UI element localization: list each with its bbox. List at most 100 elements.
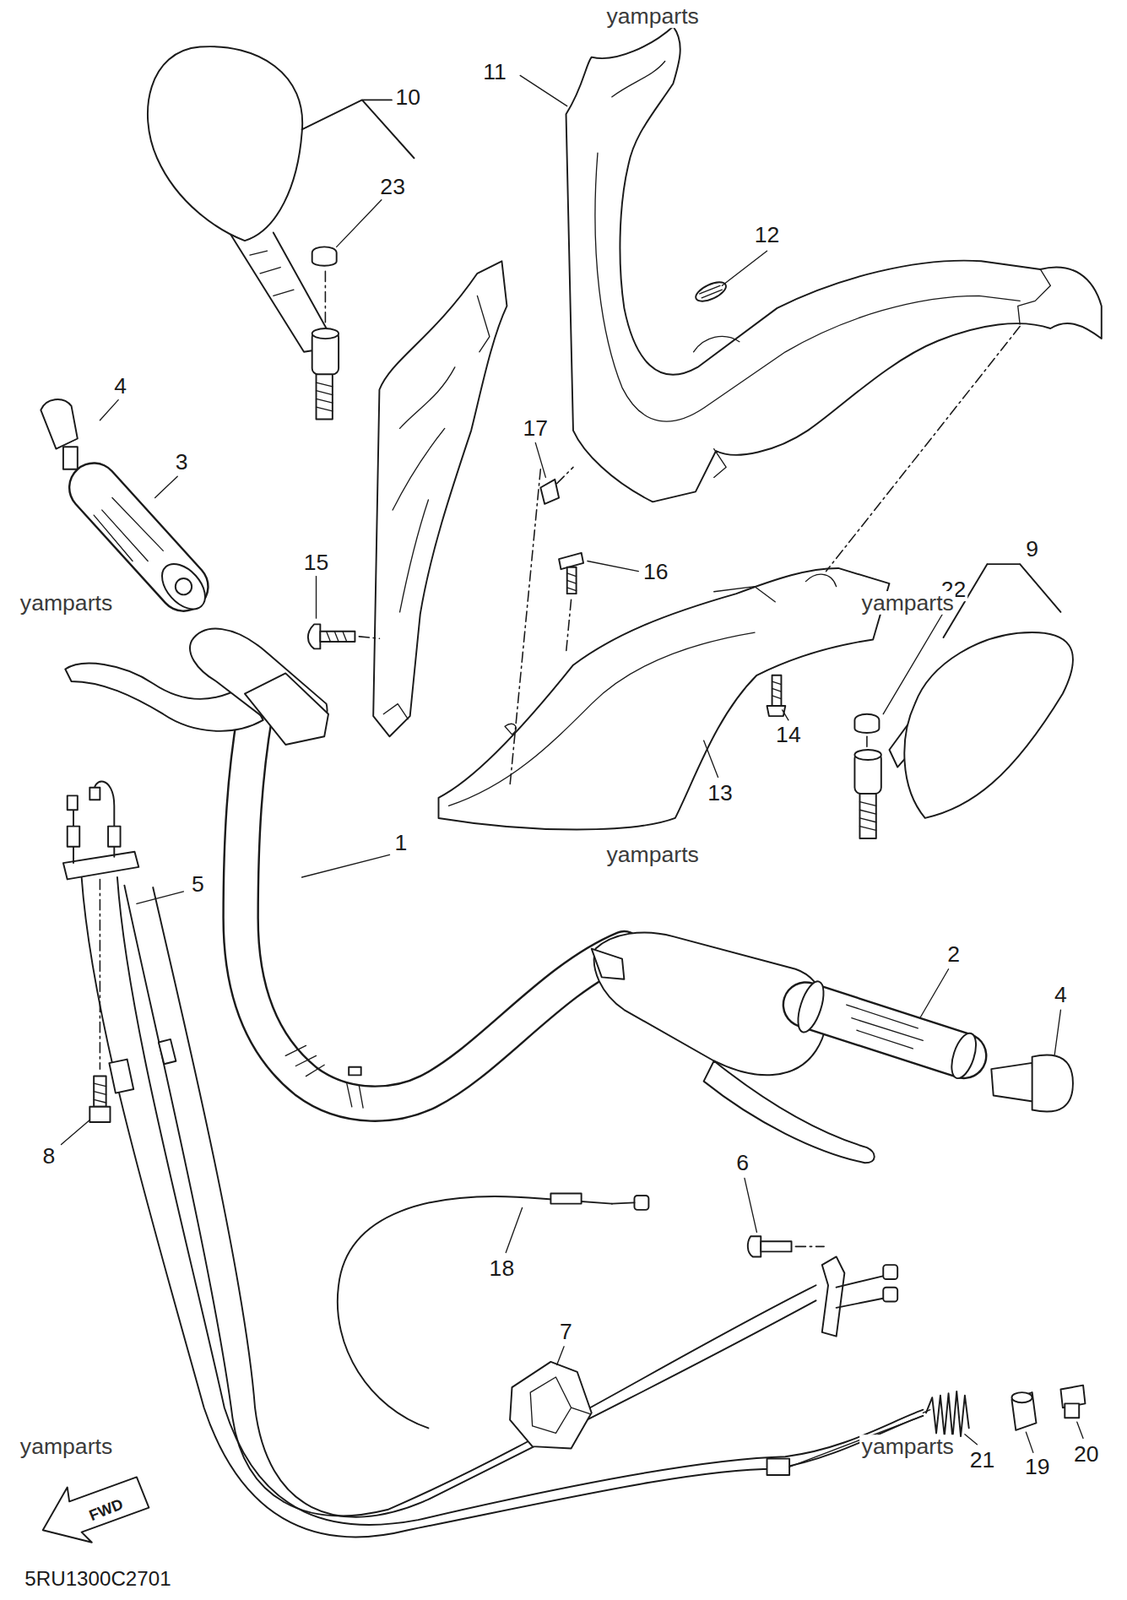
throttle-cables — [158, 1039, 176, 1064]
mirror-right — [866, 736, 868, 748]
handlebar-1 — [348, 1067, 361, 1076]
leader-lines — [155, 476, 179, 498]
grip-3 — [93, 498, 163, 562]
cable-18 — [550, 1193, 581, 1204]
leader-lines — [535, 442, 546, 477]
throttle-cables — [117, 877, 923, 1525]
adjuster-19 — [1011, 1392, 1036, 1431]
callout-number: 16 — [641, 559, 671, 584]
leader-lines — [60, 75, 1084, 1453]
inner-cover — [373, 260, 507, 737]
front-cover-11 — [566, 26, 1102, 502]
screw-15 — [319, 631, 355, 642]
front-cover-11 — [595, 60, 1020, 422]
cable-bracket-6 — [747, 1235, 898, 1336]
inner-cover — [383, 704, 408, 720]
leader-lines — [315, 576, 317, 619]
drawing-code: 5RU1300C2701 — [22, 1568, 174, 1590]
mirror-right — [854, 632, 1073, 839]
leader-lines — [704, 740, 719, 777]
watermark: yamparts — [604, 4, 701, 28]
cable-bracket-5 — [89, 787, 100, 800]
lower-cover-13 — [438, 568, 890, 830]
bar-end-4 — [40, 399, 77, 449]
callout-number: 7 — [558, 1319, 575, 1344]
callout-number: 17 — [520, 416, 550, 440]
grip-2 — [792, 978, 829, 1035]
guide-line — [826, 326, 1021, 572]
cable-bracket-6 — [795, 1246, 824, 1248]
handlebar-1 — [240, 714, 624, 1104]
bolt-8 — [89, 1106, 110, 1122]
handlebar-1 — [65, 628, 874, 1164]
cable-18 — [337, 1193, 650, 1429]
bar-end-4 — [991, 1062, 1035, 1102]
grip-2 — [805, 1004, 964, 1056]
guide-line — [509, 469, 541, 786]
handlebar-1 — [704, 1060, 875, 1163]
cable-bracket-5 — [99, 878, 102, 1069]
callout-number: 10 — [393, 85, 423, 109]
watermark: yamparts — [859, 590, 956, 615]
grip-2 — [805, 1004, 964, 1056]
callout-number: 21 — [967, 1447, 997, 1472]
adjuster-19 — [1011, 1392, 1032, 1403]
watermark: yamparts — [17, 1434, 114, 1458]
cable-bracket-5 — [67, 795, 78, 810]
throttle-cables — [152, 887, 816, 1518]
clip-7 — [509, 1361, 592, 1449]
mirror-right — [854, 749, 881, 760]
fwd-arrow — [43, 1476, 150, 1542]
clip-7 — [509, 1361, 592, 1449]
front-cover-11 — [693, 335, 740, 477]
grip-2 — [846, 1004, 924, 1049]
grip-2 — [947, 1029, 981, 1081]
mirror-left — [312, 328, 339, 339]
callout-number: 15 — [301, 550, 331, 575]
cap-23 — [325, 270, 327, 326]
cable-bracket-6 — [760, 1240, 792, 1252]
leader-lines — [1077, 1421, 1084, 1438]
screw-15 — [358, 636, 380, 639]
clip-17 — [557, 466, 574, 483]
throttle-cables — [767, 1458, 791, 1475]
watermark: yamparts — [604, 842, 701, 867]
watermark: yamparts — [859, 1434, 956, 1458]
callout-number: 13 — [705, 780, 735, 805]
cap-23 — [312, 246, 337, 266]
leader-lines — [136, 891, 185, 904]
leader-lines — [782, 709, 789, 721]
handlebar-1 — [591, 948, 625, 980]
leader-lines — [505, 1207, 522, 1252]
inner-cover — [392, 295, 490, 613]
callout-number: 20 — [1071, 1441, 1100, 1466]
leader-lines — [520, 75, 568, 106]
leader-lines — [744, 1177, 757, 1232]
lower-cover-13 — [449, 574, 837, 806]
callout-number: 19 — [1022, 1454, 1052, 1479]
mirror-right — [904, 632, 1073, 819]
callout-number: 1 — [392, 830, 410, 855]
leader-lines — [557, 1346, 564, 1366]
spring-21 — [926, 1391, 970, 1439]
callout-number: 2 — [945, 942, 963, 966]
leader-lines — [1025, 1431, 1033, 1453]
clip-17 — [540, 466, 574, 504]
cable-bracket-6 — [747, 1235, 761, 1257]
callout-number: 4 — [112, 373, 130, 398]
callout-number: 11 — [481, 59, 509, 84]
cable-bracket-5 — [63, 781, 139, 1070]
clip-7 — [530, 1376, 590, 1433]
emblem-12 — [699, 285, 723, 298]
screw-15 — [308, 623, 380, 649]
cable-18 — [633, 1195, 649, 1210]
cable-bracket-6 — [883, 1287, 898, 1302]
bolt-8 — [89, 1076, 110, 1122]
adjuster-19 — [1011, 1392, 1036, 1431]
fwd-arrow — [43, 1476, 150, 1542]
screw-14 — [772, 681, 782, 699]
clip-17 — [540, 479, 559, 504]
mirror-right — [859, 801, 876, 831]
handlebar-1 — [285, 1045, 364, 1108]
